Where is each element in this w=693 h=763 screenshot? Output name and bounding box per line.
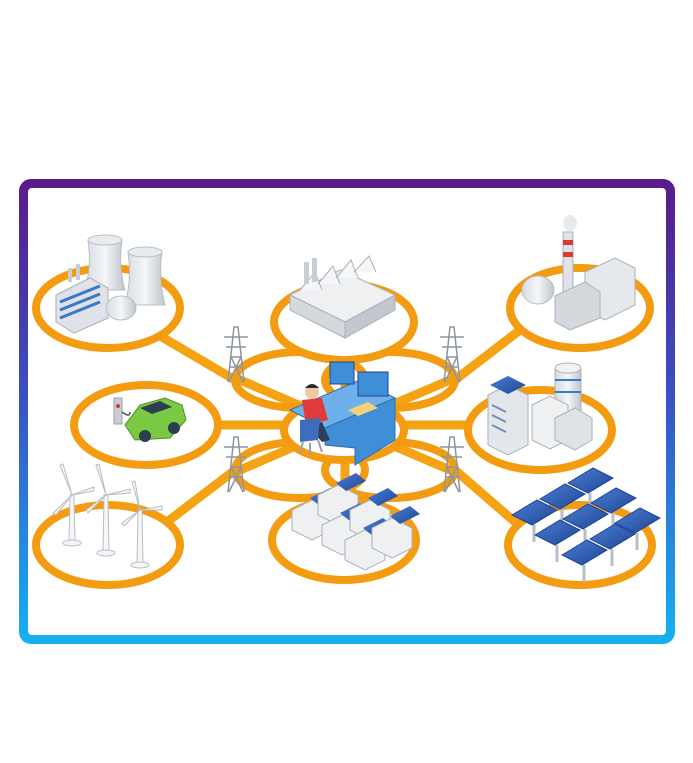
pylon-icon: [440, 436, 464, 493]
monitor-icon: [329, 361, 355, 385]
pylon-icon: [440, 326, 464, 383]
operator-workstation-icon: [288, 361, 397, 466]
factory-icon: [288, 255, 397, 339]
pylon-icon: [224, 436, 248, 493]
nuclear-plant-icon: [55, 234, 166, 334]
connection-line: [450, 325, 525, 385]
solar-house-icon: [291, 473, 420, 571]
connection-line: [145, 325, 240, 385]
ev-charging-icon: [113, 397, 187, 442]
wind-turbine-icon: [52, 463, 163, 569]
monitor-icon: [357, 371, 389, 397]
transmission-pylons: [224, 326, 464, 493]
pylon-icon: [224, 326, 248, 383]
office-building-icon: [487, 362, 593, 456]
power-plant-smokestack-icon: [521, 215, 636, 331]
solar-panel-icon: [510, 467, 662, 582]
